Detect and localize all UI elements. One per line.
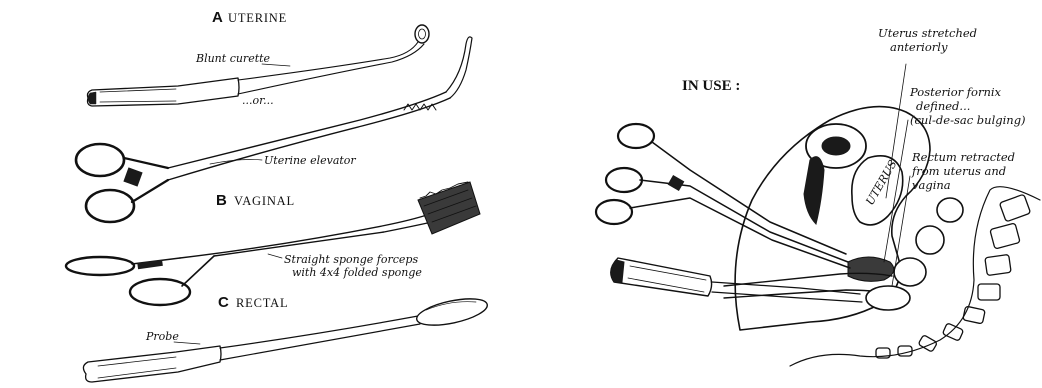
label-probe: Probe [145,330,179,343]
label-fornix-line1: Posterior fornix [909,85,1002,99]
in-use-panel: IN USE : UTERUS [596,26,1040,366]
section-b-letter: B [216,192,227,209]
section-c-title: RECTAL [236,296,288,310]
label-sponge-forceps-line1: Straight sponge forceps [284,253,418,266]
label-rectum-line3: vagina [912,178,951,192]
pelvic-anatomy: UTERUS [724,107,1040,366]
label-uterus-line1: Uterus stretched [878,26,977,40]
instruments-panel: A UTERINE Blunt curette ...or... [66,9,490,382]
label-rectum-line2: from uterus and [911,164,1006,178]
label-uterus-line2: anteriorly [890,40,948,54]
section-c-letter: C [218,294,229,311]
label-fornix-line3: (cul-de-sac bulging) [910,113,1026,127]
section-c-heading: C RECTAL [218,294,288,311]
in-use-title: IN USE : [682,78,740,94]
section-b-heading: B VAGINAL [216,192,295,209]
section-a-letter: A [212,9,223,26]
label-or: ...or... [242,94,274,107]
callout-uterus: Uterus stretched anteriorly [878,26,977,54]
label-sponge-forceps-line2: with 4x4 folded sponge [292,266,422,279]
label-fornix-line2: defined... [916,99,970,113]
section-b-title: VAGINAL [234,194,295,208]
label-blunt-curette: Blunt curette [195,52,271,65]
label-rectum-line1: Rectum retracted [911,150,1015,164]
section-a-title: UTERINE [228,11,287,25]
section-a-heading: A UTERINE [212,9,287,26]
callout-rectum: Rectum retracted from uterus and vagina [911,150,1015,192]
callout-fornix: Posterior fornix defined... (cul-de-sac … [909,85,1026,127]
label-uterine-elevator: Uterine elevator [264,154,356,167]
